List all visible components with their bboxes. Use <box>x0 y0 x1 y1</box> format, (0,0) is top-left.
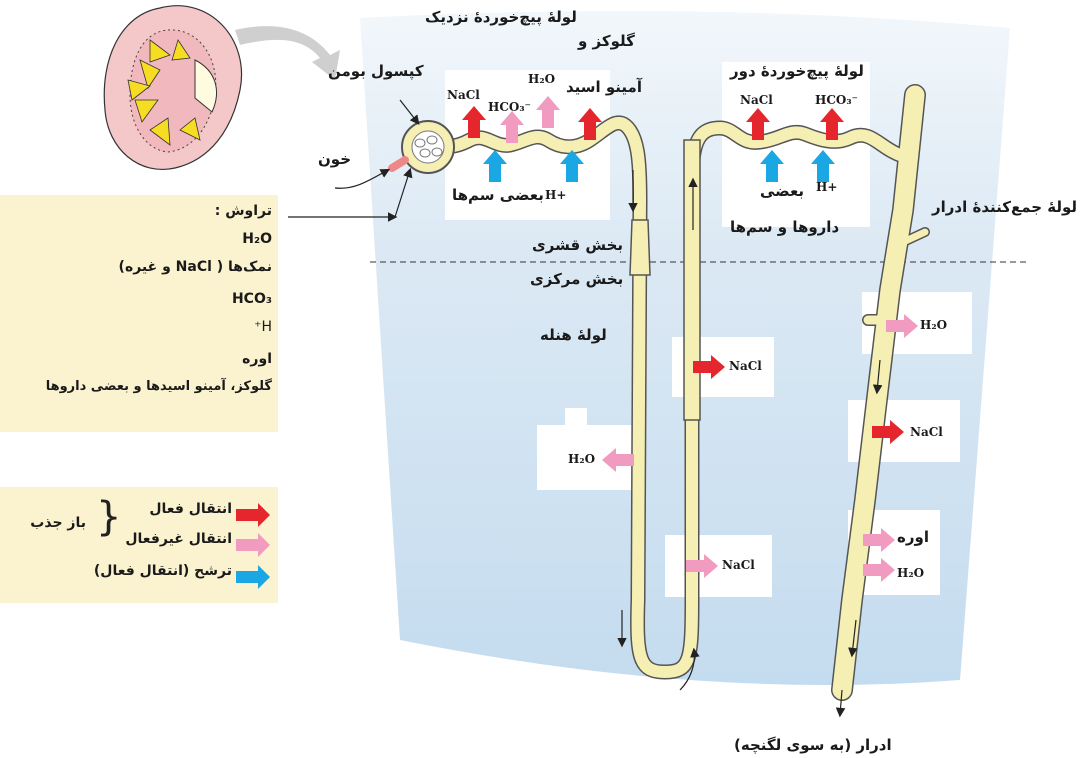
proximal-nacl: NaCl <box>447 88 480 102</box>
distal-title: لولهٔ پیچ‌خوردهٔ دور <box>730 62 864 80</box>
glucose-label-2: آمینو اسید <box>566 78 642 96</box>
proximal-hco3: HCO₃⁻ <box>488 100 531 114</box>
collecting-duct-label: لولهٔ جمع‌کنندهٔ ادرار <box>932 198 1077 216</box>
legend-panel: انتقال فعال انتقال غیرفعال ترشح (انتقال … <box>0 487 278 603</box>
filtrate-item-1: نمک‌ها ( NaCl و غیره) <box>119 259 272 275</box>
loop-nacl-1: NaCl <box>729 359 762 373</box>
legend-passive-arrow <box>236 533 270 557</box>
bowman-capsule-label: کپسول بومن <box>328 62 424 80</box>
legend-active-arrow <box>236 503 270 527</box>
urine-out-label: ادرار (به سوی لگنچه) <box>734 736 892 754</box>
kidney-thumbnail <box>104 6 241 170</box>
filtrate-panel: تراوش : H₂O نمک‌ها ( NaCl و غیره) HCO₃ H… <box>0 195 278 432</box>
filtrate-item-3: H⁺ <box>254 319 272 335</box>
loop-h2o-box-tab <box>565 408 587 428</box>
distal-some: بعضی <box>760 182 804 200</box>
filtrate-item-0: H₂O <box>242 231 272 247</box>
medulla-label: بخش مرکزی <box>530 270 623 288</box>
ascending-thick-segment <box>684 140 700 420</box>
filtrate-item-4: اوره <box>242 351 272 367</box>
filtrate-item-5: گلوکز، آمینو اسیدها و بعضی داروها <box>46 379 272 394</box>
filtrate-title: تراوش : <box>215 203 272 219</box>
distal-hco3: HCO₃⁻ <box>815 93 858 107</box>
proximal-title: لولهٔ پیچ‌خوردهٔ نزدیک <box>425 8 577 26</box>
distal-drugs-toxins: داروها و سم‌ها <box>730 218 839 236</box>
loop-h2o: H₂O <box>568 452 595 466</box>
glucose-label-1: گلوکز و <box>578 32 635 50</box>
distal-hplus: H+ <box>816 180 837 194</box>
duct-nacl: NaCl <box>910 425 943 439</box>
loop-thick-segment <box>630 220 650 275</box>
cortex-label: بخش قشری <box>532 236 623 254</box>
filtrate-item-2: HCO₃ <box>232 291 272 307</box>
proximal-h2o: H₂O <box>528 72 555 86</box>
loop-nacl-box-2 <box>665 535 772 597</box>
distal-nacl: NaCl <box>740 93 773 107</box>
legend-arrows <box>0 487 278 603</box>
blood-label: خون <box>318 150 351 168</box>
loop-of-henle-label: لولهٔ هنله <box>540 326 607 344</box>
loop-nacl-2: NaCl <box>722 558 755 572</box>
legend-secretion-arrow <box>236 565 270 589</box>
thumbnail-pointer-arrow <box>235 26 340 80</box>
duct-h2o-2: H₂O <box>897 566 924 580</box>
proximal-some-toxins: بعضی سم‌ها <box>452 186 544 204</box>
proximal-hplus: H+ <box>545 188 566 202</box>
duct-h2o: H₂O <box>920 318 947 332</box>
duct-urea: اوره <box>897 528 929 546</box>
